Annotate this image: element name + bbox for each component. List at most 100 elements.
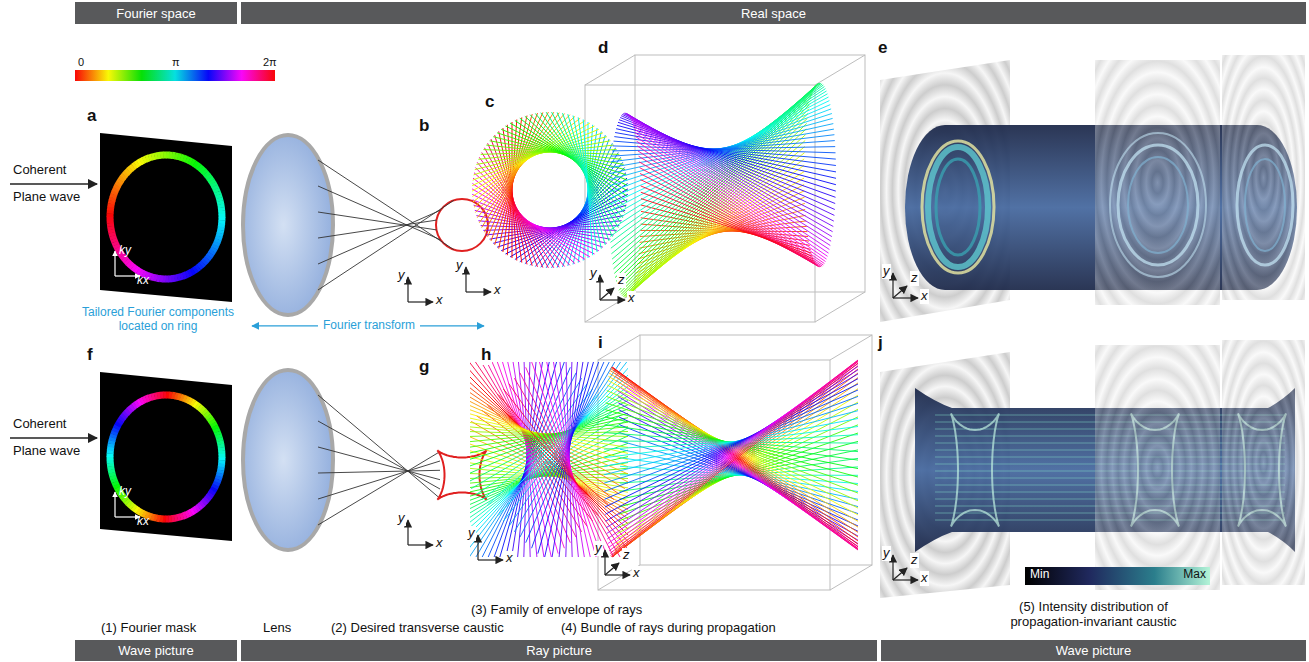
axis-line: [114, 492, 115, 517]
phase-ring-segment: [213, 488, 215, 491]
panel-letter: j: [877, 333, 884, 353]
fourier-mask: [100, 133, 232, 302]
phase-ring-segment: [199, 265, 202, 267]
phase-ring-segment: [218, 211, 225, 215]
colorbar-tick: 0: [77, 56, 85, 69]
phase-ring-segment: [107, 220, 114, 224]
phase-ring-segment: [163, 392, 166, 399]
axis-line: [115, 275, 140, 276]
phase-ring-segment: [194, 163, 197, 165]
input-label: Plane wave: [12, 444, 81, 459]
phase-ring-segment: [218, 236, 219, 240]
intensity-volume: [880, 340, 1305, 598]
phase-ring-segment: [128, 503, 131, 506]
ray-line: [638, 151, 820, 267]
axis-line: [605, 563, 619, 575]
phase-ring-segment: [169, 275, 172, 282]
phase-ring-segment: [113, 476, 114, 480]
lens-rays: [318, 160, 454, 290]
ray-line: [526, 362, 621, 543]
panel-letter: i: [597, 333, 604, 353]
axis-triad: [466, 267, 491, 292]
phase-ring-segment: [205, 259, 207, 262]
phase-ring-segment: [219, 233, 220, 237]
transform-arrow: [420, 325, 484, 326]
panel-letter: h: [480, 345, 492, 365]
axis-label: y: [882, 546, 891, 561]
phase-ring-segment: [123, 415, 125, 418]
axis-label: z: [910, 271, 919, 286]
ray-line: [641, 186, 814, 259]
ray-bundle: [604, 360, 858, 557]
axis-line: [407, 277, 408, 302]
phase-ring-segment: [214, 485, 216, 488]
phase-ring-segment: [203, 501, 206, 504]
phase-ring-segment: [118, 423, 120, 426]
phase-ring-segment: [211, 421, 213, 424]
ray-line: [551, 362, 589, 557]
axis-label: z: [617, 273, 626, 288]
ray-line: [639, 156, 819, 267]
phase-ring-segment: [217, 239, 218, 243]
phase-ring-segment: [218, 476, 219, 480]
colorbar-tick: π: [171, 56, 181, 69]
ray-line: [640, 180, 814, 262]
step-caption: (2) Desired transverse caustic: [330, 621, 505, 636]
phase-ring-segment: [143, 399, 146, 401]
phase-ring-segment: [114, 191, 115, 195]
phase-ring-segment: [183, 275, 186, 276]
ray-line: [544, 362, 596, 557]
section-band: Wave picture: [75, 640, 237, 661]
panel-letter: e: [877, 38, 888, 58]
phase-ring-segment: [136, 163, 139, 165]
phase-ring-segment: [201, 409, 204, 412]
axis-label: y: [594, 541, 603, 556]
ray-line: [641, 192, 813, 256]
lens: [243, 135, 333, 315]
ray-line: [604, 411, 858, 475]
phase-ring-segment: [129, 169, 132, 171]
phase-ring-segment: [141, 400, 144, 402]
input-arrow: [10, 183, 97, 185]
phase-ring-segment: [183, 515, 186, 516]
phase-ring-segment: [217, 432, 218, 435]
phase-ring-segment: [188, 272, 191, 274]
phase-ring-segment: [211, 181, 213, 184]
ray-line: [470, 362, 614, 500]
phase-ring-segment: [199, 167, 202, 169]
ray-line: [318, 461, 440, 499]
phase-ring-segment: [124, 258, 126, 261]
phase-ring-segment: [197, 165, 200, 167]
axis-label: x: [505, 551, 514, 566]
phase-ring-segment: [207, 496, 209, 499]
phase-ring-segment: [130, 265, 133, 267]
ray-line: [640, 174, 816, 264]
ray-line: [609, 91, 826, 224]
phase-ring-segment: [166, 515, 169, 522]
axis-line: [893, 579, 918, 580]
phase-ring-segment: [121, 178, 123, 181]
phase-ring-segment: [124, 173, 126, 176]
ray-line: [318, 220, 437, 238]
phase-ring-segment: [194, 509, 197, 511]
note-text: Tailored Fourier components located on r…: [68, 306, 248, 334]
phase-ring-segment: [166, 275, 169, 282]
ray-line: [318, 447, 440, 480]
phase-ring-segment: [146, 398, 149, 399]
phase-ring-segment: [188, 512, 191, 514]
phase-ring-segment: [214, 245, 216, 248]
phase-ring-segment: [146, 158, 149, 159]
axis-line: [466, 291, 491, 292]
ray-line: [318, 200, 454, 290]
phase-ring-segment: [189, 160, 192, 162]
phase-ring-segment: [213, 248, 215, 251]
phase-ring-segment: [209, 493, 211, 496]
step-caption: Lens: [262, 621, 292, 636]
panel-letter: f: [86, 345, 94, 365]
phase-ring-segment: [183, 158, 186, 159]
phase-ring-segment: [218, 451, 225, 455]
axis-line: [115, 516, 140, 517]
phase-ring-segment: [126, 261, 128, 264]
phase-ring-segment: [186, 514, 189, 516]
panel-letter: g: [418, 357, 430, 377]
